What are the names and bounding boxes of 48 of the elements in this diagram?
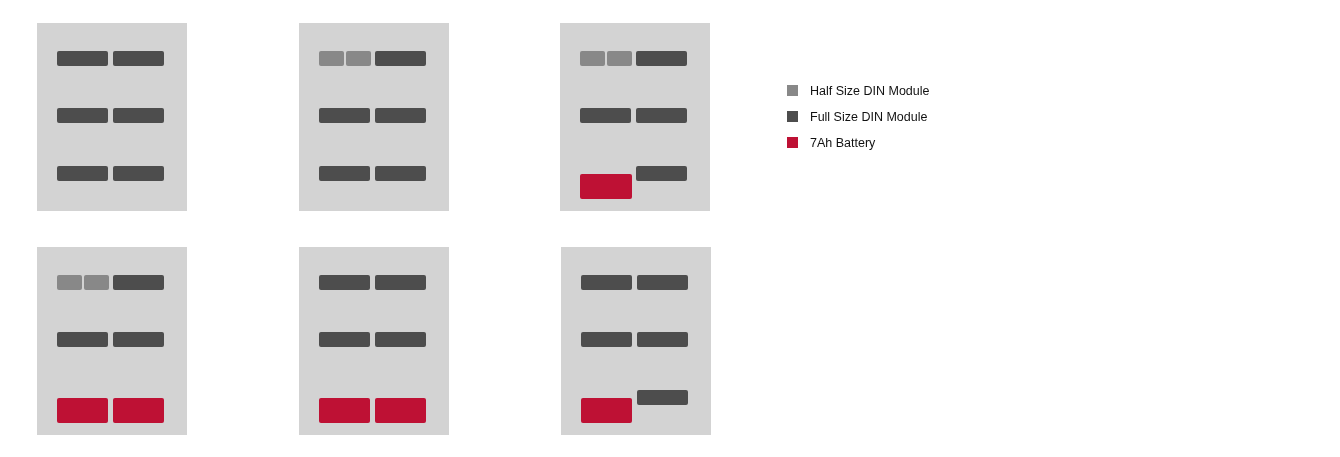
legend-label: 7Ah Battery [810, 136, 876, 150]
half-size-module [346, 51, 371, 66]
full-size-module [57, 332, 108, 347]
legend-label: Full Size DIN Module [810, 110, 928, 124]
battery-block [57, 398, 108, 423]
half-size-module [580, 51, 605, 66]
full-size-module [580, 108, 631, 123]
half-size-module [57, 275, 82, 290]
full-size-module [57, 166, 108, 181]
full-size-module [113, 108, 164, 123]
half-size-module [84, 275, 109, 290]
enclosure-panel [299, 247, 449, 435]
full-size-module [637, 390, 688, 405]
enclosure-panel [560, 23, 710, 211]
full-size-module [581, 332, 632, 347]
legend-label: Half Size DIN Module [810, 84, 930, 98]
battery-block [113, 398, 164, 423]
full-size-module [636, 51, 687, 66]
full-size-module [375, 108, 426, 123]
full-size-module [113, 275, 164, 290]
full-size-module [375, 275, 426, 290]
full-size-module [375, 166, 426, 181]
battery-block [319, 398, 370, 423]
full-size-module [581, 275, 632, 290]
full-size-module [319, 332, 370, 347]
full-size-module [319, 166, 370, 181]
full-size-module [636, 108, 687, 123]
full-size-module [637, 332, 688, 347]
full-size-module [636, 166, 687, 181]
full-size-module [113, 51, 164, 66]
full-size-module [319, 108, 370, 123]
full-size-module [375, 332, 426, 347]
full-size-module [637, 275, 688, 290]
battery-block [580, 174, 632, 199]
enclosure-panel [299, 23, 449, 211]
enclosure-panel [561, 247, 711, 435]
full-size-module [113, 332, 164, 347]
full-size-module [57, 108, 108, 123]
full-size-module [375, 51, 426, 66]
battery-block [581, 398, 632, 423]
half-size-module [607, 51, 632, 66]
full-size-module [113, 166, 164, 181]
full-size-module [57, 51, 108, 66]
battery-block [375, 398, 426, 423]
half-size-module [319, 51, 344, 66]
full-size-module [319, 275, 370, 290]
enclosure-panel [37, 247, 187, 435]
enclosure-panel [37, 23, 187, 211]
